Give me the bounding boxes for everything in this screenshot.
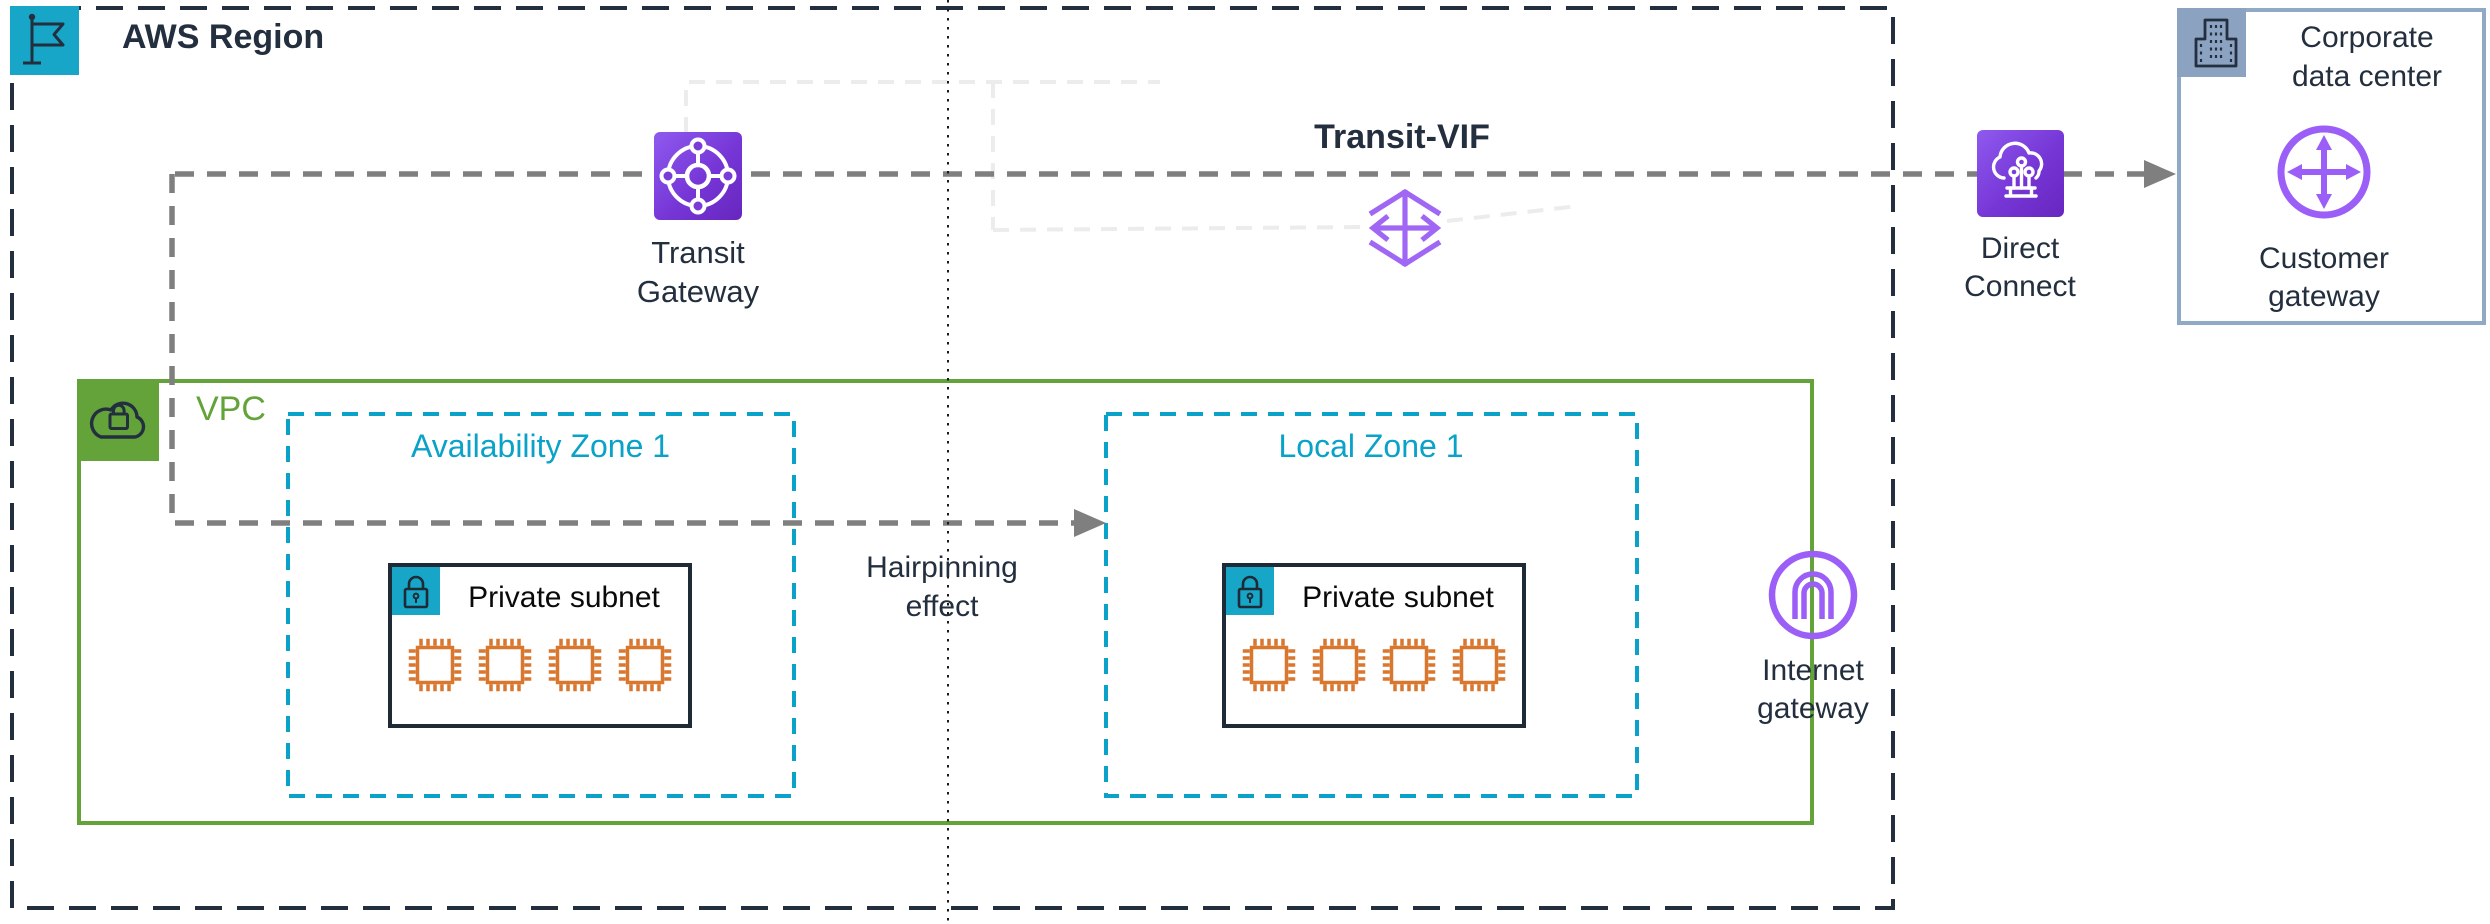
corporate-data-center-icon bbox=[2177, 8, 2246, 77]
instance-icon bbox=[1311, 637, 1367, 693]
local-zone-label: Local Zone 1 bbox=[1278, 428, 1464, 464]
aws-region-icon bbox=[10, 6, 79, 75]
instance-icon bbox=[1241, 637, 1297, 693]
transit-gateway-icon bbox=[654, 132, 742, 220]
availability-zone-border bbox=[286, 412, 796, 798]
ghost-path bbox=[684, 80, 1579, 232]
internet-gateway-label: Internet gateway bbox=[1757, 654, 1869, 725]
customer-gateway-label: Customer gateway bbox=[2258, 242, 2390, 313]
aws-region-label: AWS Region bbox=[122, 18, 325, 56]
arrowhead-to-corporate bbox=[2144, 160, 2176, 188]
aws-region-border bbox=[10, 6, 1895, 910]
instance-icon bbox=[477, 637, 533, 693]
hairpinning-annotation: Hairpinning effect bbox=[866, 551, 1018, 623]
private-subnet-az: Private subnet bbox=[388, 563, 692, 728]
instance-group bbox=[392, 637, 688, 693]
hairpin-line bbox=[169, 174, 1076, 526]
instance-icon bbox=[1381, 637, 1437, 693]
vpc-label: VPC bbox=[196, 390, 266, 428]
instance-icon bbox=[547, 637, 603, 693]
private-subnet-label: Private subnet bbox=[468, 581, 660, 614]
instance-group bbox=[1226, 637, 1522, 693]
customer-gateway-icon bbox=[2272, 120, 2376, 224]
local-zone-border bbox=[1104, 412, 1639, 798]
instance-icon bbox=[617, 637, 673, 693]
vpc-border bbox=[77, 379, 1814, 825]
direct-connect-label: Direct Connect bbox=[1964, 232, 2076, 303]
availability-zone-label: Availability Zone 1 bbox=[410, 428, 671, 464]
connection-lines bbox=[169, 171, 2146, 526]
instance-icon bbox=[407, 637, 463, 693]
private-subnet-lock-icon bbox=[392, 567, 440, 615]
internet-gateway-icon bbox=[1761, 545, 1865, 649]
flag-icon bbox=[23, 13, 65, 65]
instance-icon bbox=[1451, 637, 1507, 693]
direct-connect-icon bbox=[1977, 130, 2064, 217]
transit-gateway-label: Transit Gateway bbox=[636, 235, 760, 309]
private-subnet-lock-icon bbox=[1226, 567, 1274, 615]
corporate-data-center-label: Corporate data center bbox=[2291, 21, 2443, 93]
private-subnet-label: Private subnet bbox=[1302, 581, 1494, 614]
arrowhead-to-local-zone bbox=[1074, 509, 1106, 537]
vpc-icon bbox=[78, 380, 159, 461]
transit-vif-label: Transit-VIF bbox=[1314, 118, 1490, 156]
building-icon bbox=[2194, 18, 2238, 68]
private-subnet-lz: Private subnet bbox=[1222, 563, 1526, 728]
transit-vif-icon bbox=[1360, 183, 1450, 273]
cloud-lock-icon bbox=[89, 401, 146, 439]
